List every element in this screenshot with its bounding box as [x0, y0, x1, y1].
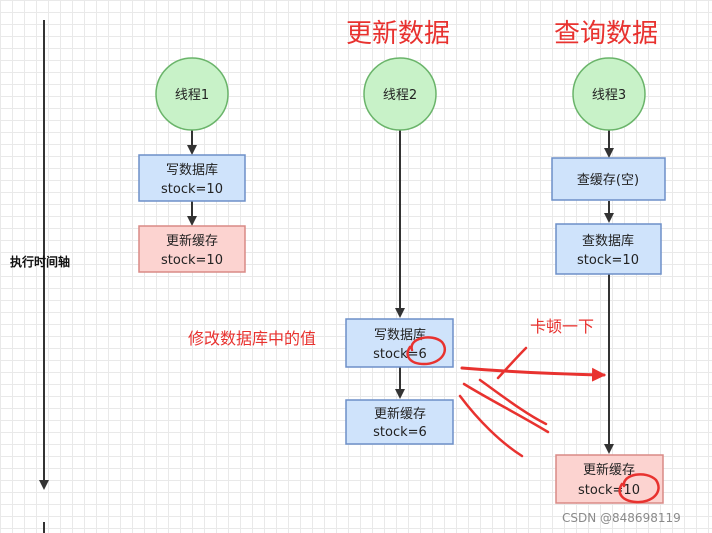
- box-line2: stock=10: [577, 253, 639, 268]
- axis-label: 执行时间轴: [10, 254, 70, 269]
- box-line1: 更新缓存: [583, 462, 635, 478]
- circle-mark-stock6: [406, 336, 447, 366]
- timeline-axis: 执行时间轴: [10, 20, 70, 533]
- box-line2: stock=10: [161, 182, 223, 197]
- hatch-stroke-1: [462, 382, 550, 434]
- box-line2: stock=10: [578, 483, 640, 498]
- box-thread1-update-cache: 更新缓存 stock=10: [138, 225, 246, 273]
- annotation-handdrawn-marks: [406, 336, 660, 504]
- box-thread1-write-db: 写数据库 stock=10: [138, 154, 246, 202]
- thread-node-1: 线程1: [155, 57, 229, 131]
- thread-node-2: 线程2: [363, 57, 437, 131]
- annotation-modify-db: 修改数据库中的值: [188, 329, 316, 348]
- box-thread3-check-cache: 查缓存(空): [551, 157, 666, 201]
- title-query-data: 查询数据: [554, 19, 658, 49]
- box-line1: 写数据库: [374, 327, 426, 343]
- thread-label: 线程2: [383, 88, 417, 103]
- box-line1: 查缓存(空): [577, 173, 639, 188]
- box-line2: stock=6: [373, 347, 427, 362]
- box-thread2-write-db: 写数据库 stock=6: [345, 318, 454, 368]
- hatch-stroke-2: [458, 394, 524, 458]
- watermark: CSDN @848698119: [562, 511, 681, 525]
- thread-label: 线程3: [592, 88, 626, 103]
- box-thread3-update-cache: 更新缓存 stock=10: [555, 454, 664, 504]
- box-line1: 更新缓存: [166, 233, 218, 249]
- box-line2: stock=10: [161, 253, 223, 268]
- stall-arrow: [460, 366, 606, 382]
- cross-stroke: [496, 346, 528, 380]
- box-line1: 写数据库: [166, 162, 218, 178]
- thread-node-3: 线程3: [572, 57, 646, 131]
- box-thread3-query-db: 查数据库 stock=10: [555, 223, 662, 275]
- hatch-stroke-3: [478, 378, 548, 426]
- title-update-data: 更新数据: [346, 19, 450, 49]
- box-line2: stock=6: [373, 425, 427, 440]
- box-line1: 查数据库: [582, 233, 634, 249]
- annotation-stall: 卡顿一下: [530, 317, 594, 336]
- thread-label: 线程1: [175, 88, 209, 103]
- box-thread2-update-cache: 更新缓存 stock=6: [345, 399, 454, 445]
- circle-mark-stock10: [618, 473, 660, 504]
- box-line1: 更新缓存: [374, 406, 426, 422]
